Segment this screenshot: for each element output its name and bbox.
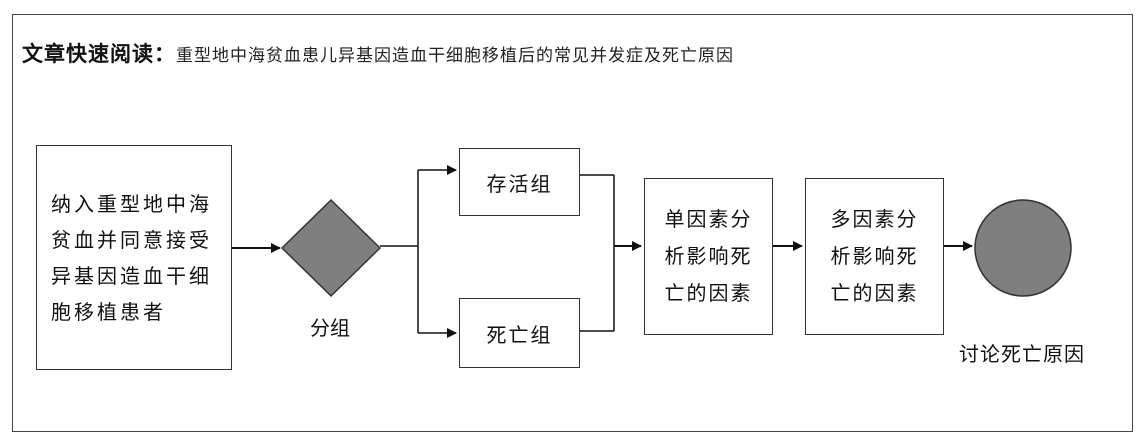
multivariate-box: 多因素分 析影响死 亡的因素 (805, 178, 944, 335)
univariate-box: 单因素分 析影响死 亡的因素 (644, 178, 773, 335)
death-group-box: 死亡组 (459, 298, 580, 368)
survive-group-box: 存活组 (459, 148, 580, 216)
header: 文章快速阅读： 重型地中海贫血患儿异基因造血干细胞移植后的常见并发症及死亡原因 (22, 38, 734, 68)
end-label: 讨论死亡原因 (959, 342, 1085, 366)
survive-group-label: 存活组 (486, 171, 553, 196)
multivariate-line: 析影响死 (830, 244, 919, 268)
death-group-label: 死亡组 (486, 322, 553, 347)
univariate-line: 亡的因素 (664, 281, 753, 305)
decision-diamond (280, 198, 382, 298)
decision-label: 分组 (310, 316, 350, 340)
input-line: 异基因造血干细 (51, 263, 212, 288)
univariate-line: 单因素分 (664, 207, 753, 231)
header-label: 文章快速阅读： (22, 42, 176, 66)
input-line: 胞移植患者 (51, 299, 166, 324)
end-circle (974, 199, 1072, 297)
input-box: 纳入重型地中海 贫血并同意接受 异基因造血干细 胞移植患者 (36, 145, 232, 370)
input-line: 贫血并同意接受 (51, 227, 212, 252)
header-title: 重型地中海贫血患儿异基因造血干细胞移植后的常见并发症及死亡原因 (176, 46, 734, 66)
multivariate-line: 亡的因素 (830, 281, 919, 305)
multivariate-line: 多因素分 (830, 207, 919, 231)
univariate-line: 析影响死 (664, 244, 753, 268)
input-line: 纳入重型地中海 (51, 191, 212, 216)
